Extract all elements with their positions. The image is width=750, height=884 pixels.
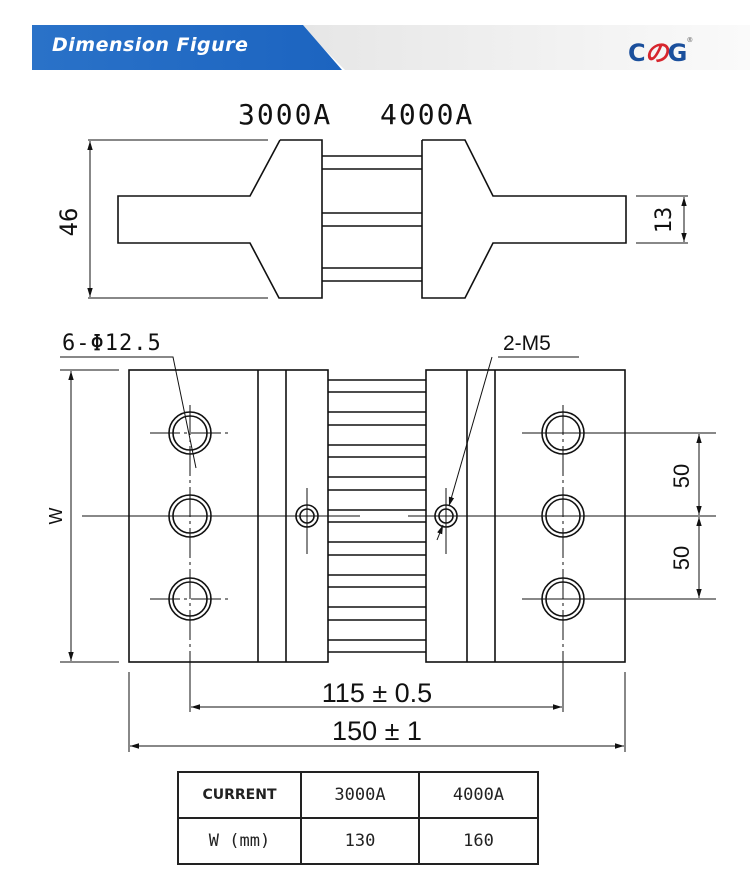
side-view-title-3000a: 3000A xyxy=(238,98,332,131)
dim-pitch-2: 50 xyxy=(669,546,694,570)
column-3000a: 3000A xyxy=(300,771,420,819)
hole-callout: 6-Φ12.5 xyxy=(62,331,162,356)
table-row: W (mm) 130 160 xyxy=(177,817,539,865)
side-view-title-4000a: 4000A xyxy=(380,98,474,131)
dim-pitch-1: 50 xyxy=(669,464,694,488)
table-header-row: CURRENT 3000A 4000A xyxy=(177,771,539,819)
screw-callout: 2-M5 xyxy=(503,332,551,355)
dim-height-46: 46 xyxy=(55,208,83,237)
column-4000a: 4000A xyxy=(418,771,539,819)
brand-logo: CのG® xyxy=(628,36,693,67)
dim-terminal-13: 13 xyxy=(652,207,677,234)
side-view xyxy=(117,139,627,299)
current-header: CURRENT xyxy=(177,771,302,819)
dim-hole-span: 115 ± 0.5 xyxy=(322,678,432,708)
w-4000a: 160 xyxy=(418,817,539,865)
w-3000a: 130 xyxy=(300,817,420,865)
dim-width-w: W xyxy=(46,508,66,525)
page-title: Dimension Figure xyxy=(52,34,249,56)
dimension-drawing: 3000A 4000A 46 13 6-Φ12.5 2-M5 W 50 50 1… xyxy=(46,98,716,752)
row-label-w: W (mm) xyxy=(177,817,302,865)
spec-table: CURRENT 3000A 4000A W (mm) 130 160 xyxy=(177,771,539,865)
header-banner xyxy=(32,25,750,70)
dim-overall-length: 150 ± 1 xyxy=(332,716,422,746)
